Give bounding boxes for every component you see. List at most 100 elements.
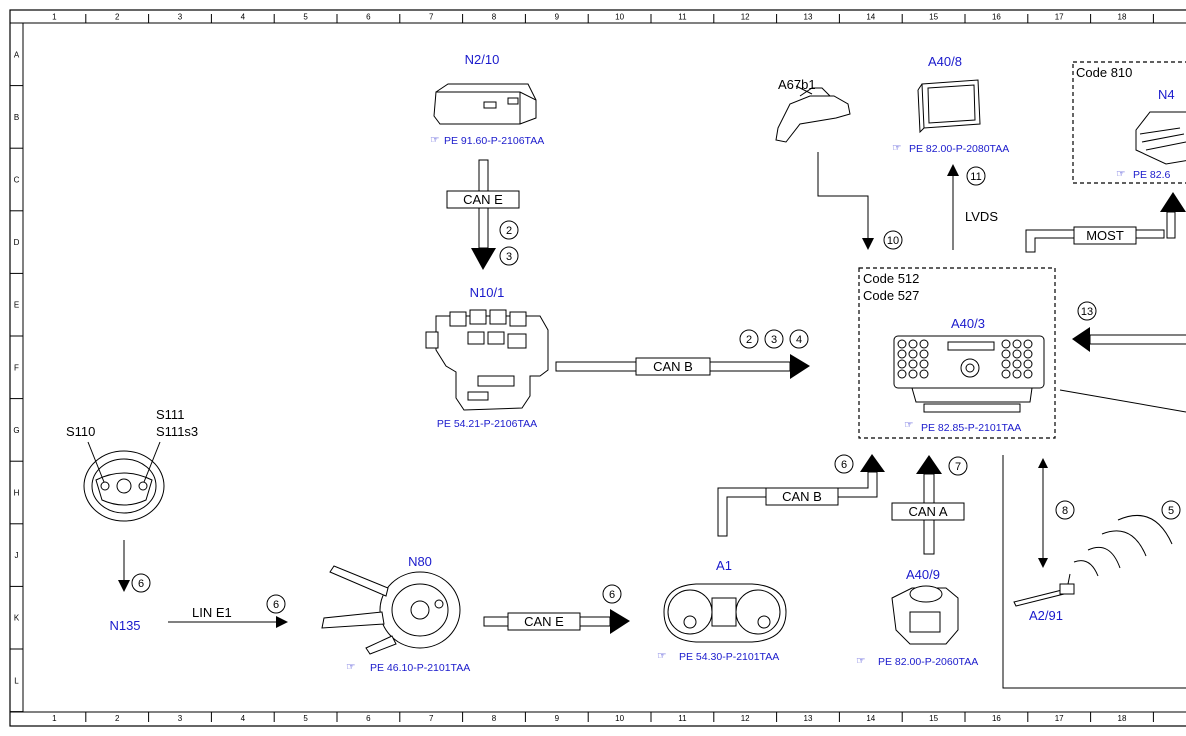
row-label-G: G xyxy=(13,426,19,435)
column-label-1: 1 xyxy=(52,13,57,22)
pointer-icon: ☞ xyxy=(1116,168,1125,180)
label-s110: S110 xyxy=(66,424,95,439)
head-unit-button xyxy=(908,339,918,349)
bus-label-most: MOST xyxy=(1086,228,1124,243)
ref-n40-partial[interactable]: PE 82.6 xyxy=(1133,169,1171,181)
column-label-11: 11 xyxy=(678,13,687,22)
head-unit-button xyxy=(1023,349,1033,359)
column-label-18: 18 xyxy=(1118,13,1127,22)
column-label-8: 8 xyxy=(492,13,497,22)
column-ruler: 1122334455667788991010111112121313141415… xyxy=(52,13,1154,723)
head-unit-button xyxy=(1012,349,1022,359)
code-810: Code 810 xyxy=(1076,65,1132,80)
head-unit-button xyxy=(1001,359,1011,369)
ref-n2-10[interactable]: PE 91.60-P-2106TAA xyxy=(444,135,544,147)
radio-waves-icon xyxy=(1073,515,1173,577)
bus-label-can-a: CAN A xyxy=(908,504,947,519)
column-label-8: 8 xyxy=(492,714,497,723)
head-unit-button xyxy=(1001,339,1011,349)
label-a40-9: A40/9 xyxy=(906,567,940,582)
column-label-4: 4 xyxy=(241,13,246,22)
head-unit-button xyxy=(908,359,918,369)
label-s111s3: S111s3 xyxy=(156,424,198,439)
column-label-15: 15 xyxy=(929,13,938,22)
step-6d: 6 xyxy=(609,589,615,601)
column-label-2: 2 xyxy=(115,13,120,22)
column-label-5: 5 xyxy=(303,714,308,723)
pointer-icon: ☞ xyxy=(892,142,901,154)
ref-a40-8[interactable]: PE 82.00-P-2080TAA xyxy=(909,143,1009,155)
ref-a1[interactable]: PE 54.30-P-2101TAA xyxy=(679,651,779,663)
head-unit-button xyxy=(1012,359,1022,369)
bus-label-can-e-top: CAN E xyxy=(463,192,503,207)
step-marker xyxy=(499,246,519,266)
bus-can-e-top xyxy=(446,159,520,270)
step-marker xyxy=(789,329,809,349)
head-unit-button xyxy=(897,339,907,349)
sensor-a67b1-image xyxy=(775,85,851,143)
column-label-6: 6 xyxy=(366,714,371,723)
label-n10-1: N10/1 xyxy=(470,285,505,300)
steering-column-n80-image xyxy=(321,565,461,655)
step-13: 13 xyxy=(1081,306,1093,318)
head-unit-a40-3-image xyxy=(893,335,1045,413)
column-label-17: 17 xyxy=(1055,714,1064,723)
column-label-16: 16 xyxy=(992,13,1001,22)
step-marker xyxy=(948,456,968,476)
head-unit-button xyxy=(1023,359,1033,369)
head-unit-button xyxy=(908,369,918,379)
column-label-11: 11 xyxy=(678,714,687,723)
head-unit-button xyxy=(1012,369,1022,379)
bus-label-lin-e1: LIN E1 xyxy=(192,605,232,620)
bus-label-can-b-mid: CAN B xyxy=(653,359,693,374)
column-label-7: 7 xyxy=(429,13,434,22)
column-label-17: 17 xyxy=(1055,13,1064,22)
ref-a40-9[interactable]: PE 82.00-P-2060TAA xyxy=(878,656,978,668)
column-label-9: 9 xyxy=(555,13,560,22)
code-512: Code 512 xyxy=(863,271,919,286)
step-marker xyxy=(1077,301,1097,321)
ref-n10-1[interactable]: PE 54.21-P-2106TAA xyxy=(437,418,537,430)
module-n40-image xyxy=(1135,111,1186,165)
label-n40-partial: N4 xyxy=(1158,87,1175,102)
pointer-icon: ☞ xyxy=(904,419,913,431)
column-label-9: 9 xyxy=(555,714,560,723)
ref-a40-3[interactable]: PE 82.85-P-2101TAA xyxy=(921,422,1021,434)
row-label-H: H xyxy=(14,489,20,498)
pointer-icon: ☞ xyxy=(346,661,355,673)
step-marker xyxy=(739,329,759,349)
display-a40-8-image xyxy=(917,79,981,134)
step-4: 4 xyxy=(796,334,802,346)
row-label-J: J xyxy=(15,551,19,560)
bus-can-b-lower xyxy=(717,454,885,537)
head-unit-button xyxy=(1012,339,1022,349)
bus-arrow-13 xyxy=(1072,327,1186,352)
step-marker xyxy=(131,573,151,593)
step-marker xyxy=(266,594,286,614)
label-a40-3: A40/3 xyxy=(951,316,985,331)
column-label-18: 18 xyxy=(1118,714,1127,723)
column-label-4: 4 xyxy=(241,714,246,723)
step-marker xyxy=(1161,500,1181,520)
step-2a: 2 xyxy=(506,225,512,237)
instrument-cluster-a1-image xyxy=(663,583,787,643)
label-n80: N80 xyxy=(408,554,432,569)
head-unit-button xyxy=(919,369,929,379)
bus-most xyxy=(1025,192,1186,253)
bus-can-a xyxy=(891,455,965,555)
row-label-F: F xyxy=(14,363,19,372)
row-label-A: A xyxy=(14,50,20,59)
label-a1: A1 xyxy=(716,558,732,573)
pointer-icon: ☞ xyxy=(430,134,439,146)
head-unit-button xyxy=(1001,349,1011,359)
controller-a40-9-image xyxy=(891,585,959,645)
column-label-2: 2 xyxy=(115,714,120,723)
ref-n80[interactable]: PE 46.10-P-2101TAA xyxy=(370,662,470,674)
head-unit-button xyxy=(897,349,907,359)
line-a67b1 xyxy=(817,152,869,240)
step-11: 11 xyxy=(970,171,981,183)
head-unit-button xyxy=(897,369,907,379)
head-unit-button xyxy=(1023,369,1033,379)
step-marker xyxy=(834,454,854,474)
